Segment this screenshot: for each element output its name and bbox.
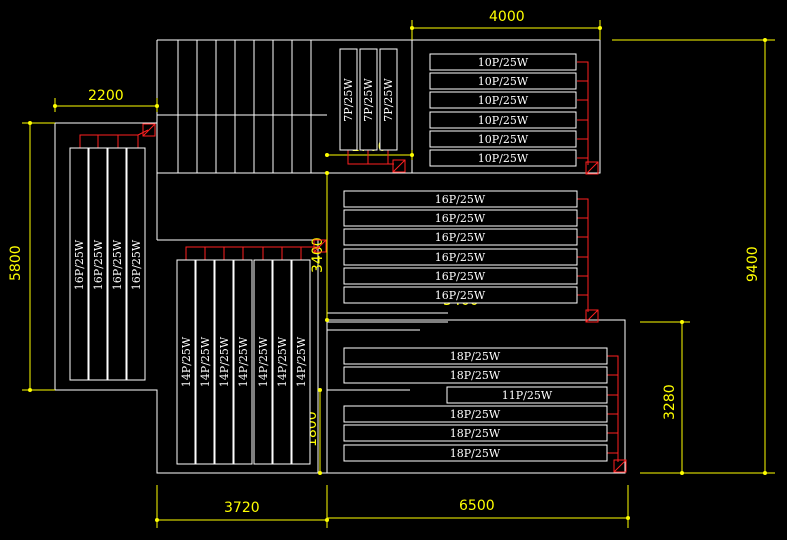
fixture-label: 16P/25W [435, 270, 486, 283]
dist-box-icon [585, 309, 599, 323]
fixture-group-left: 16P/25W 16P/25W 16P/25W 16P/25W [69, 147, 146, 381]
fixture-label: 16P/25W [92, 239, 105, 290]
fixture-label: 18P/25W [450, 447, 501, 460]
fixture-label: 16P/25W [130, 239, 143, 290]
fixture-label: 14P/25W [199, 336, 212, 387]
dimension-lines [22, 20, 775, 528]
fixture-label: 10P/25W [478, 94, 529, 107]
dim-upper-left: 2200 [88, 88, 124, 104]
fixture-group-bottom-right: 18P/25W 18P/25W 11P/25W 18P/25W 18P/25W … [343, 347, 608, 462]
wiring [79, 61, 619, 462]
fixture-label: 10P/25W [478, 114, 529, 127]
fixture-label: 7P/25W [382, 78, 395, 122]
dist-box-icon [585, 161, 599, 175]
fixture-group-top-middle: 7P/25W 7P/25W 7P/25W [339, 48, 398, 151]
distribution-boxes [142, 123, 627, 473]
fixture-label: 16P/25W [435, 231, 486, 244]
fixture-label: 18P/25W [450, 369, 501, 382]
fixture-label: 18P/25W [450, 350, 501, 363]
fixture-label: 7P/25W [342, 78, 355, 122]
dim-right: 9400 [745, 246, 761, 282]
fixture-group-bottom-middle: 14P/25W 14P/25W 14P/25W 14P/25W 14P/25W … [176, 259, 311, 465]
fixture-label: 10P/25W [478, 152, 529, 165]
fixture-label: 18P/25W [450, 427, 501, 440]
fixture-label: 16P/25W [111, 239, 124, 290]
fixture-label: 16P/25W [435, 289, 486, 302]
fixture-label: 10P/25W [478, 75, 529, 88]
dim-bottom-left: 3720 [224, 500, 260, 516]
fixture-label: 16P/25W [435, 193, 486, 206]
dist-box-icon [392, 159, 406, 173]
fixture-group-middle-right: 16P/25W 16P/25W 16P/25W 16P/25W 16P/25W … [343, 190, 578, 304]
fixture-label: 16P/25W [435, 251, 486, 264]
dim-right-lower: 3280 [662, 384, 678, 420]
staircase [157, 40, 327, 173]
fixture-label: 14P/25W [257, 336, 270, 387]
fixture-label: 16P/25W [435, 212, 486, 225]
dist-box-icon [313, 239, 327, 253]
fixture-label: 14P/25W [218, 336, 231, 387]
fixture-label: 16P/25W [73, 239, 86, 290]
fixture-group-top-right: 10P/25W 10P/25W 10P/25W 10P/25W 10P/25W … [429, 53, 577, 167]
dist-box-icon [613, 459, 627, 473]
fixture-label: 10P/25W [478, 56, 529, 69]
dim-bottom-right: 6500 [459, 498, 495, 514]
fixture-label: 7P/25W [362, 78, 375, 122]
fixture-label: 11P/25W [502, 389, 553, 402]
dist-box-icon [142, 123, 156, 137]
fixture-label: 14P/25W [295, 336, 308, 387]
fixture-label: 10P/25W [478, 133, 529, 146]
fixture-label: 14P/25W [180, 336, 193, 387]
dim-top: 4000 [489, 9, 525, 25]
partition-lines [327, 312, 448, 331]
dim-left: 5800 [8, 245, 24, 281]
fixture-label: 14P/25W [237, 336, 250, 387]
fixture-label: 18P/25W [450, 408, 501, 421]
fixture-label: 14P/25W [276, 336, 289, 387]
